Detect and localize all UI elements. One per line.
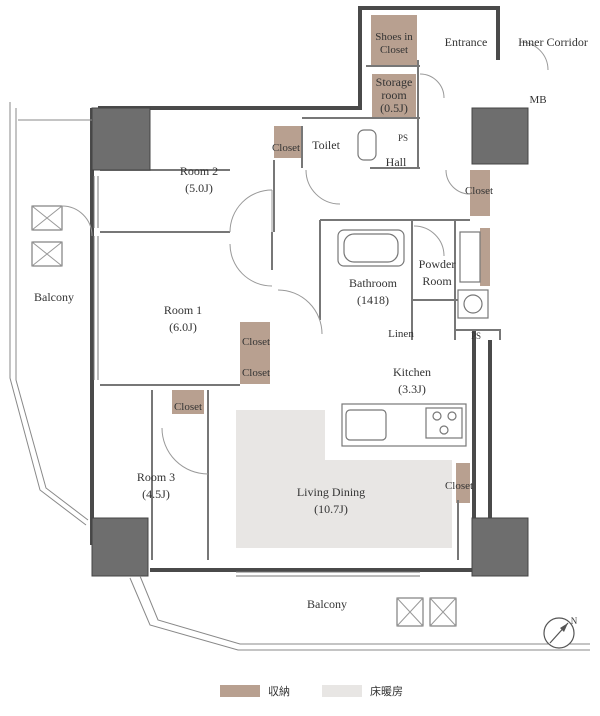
legend-storage-swatch [220, 685, 260, 697]
mb-label: MB [529, 94, 546, 106]
closet-room3-fill [172, 390, 204, 414]
closet-hall-label: Closet [465, 185, 493, 197]
bathroom-size: (1418) [357, 293, 389, 307]
partitions [100, 60, 501, 560]
fixtures [337, 129, 489, 447]
legend: 収納 床暖房 [220, 683, 403, 699]
compass-north-label: N [571, 616, 578, 626]
hall-label: Hall [386, 155, 407, 169]
toilet-label: Toilet [312, 138, 340, 152]
ac-units [31, 205, 457, 627]
room3-label: Room 3 [137, 470, 175, 484]
legend-storage-label: 収納 [268, 685, 290, 698]
balcony-bottom-outline [129, 575, 590, 651]
powder-vanity [459, 231, 481, 283]
closet-room2-label: Closet [272, 142, 300, 154]
closet-room3-label: Closet [174, 401, 202, 413]
storage-room-size: (0.5J) [380, 101, 408, 115]
storage-room-fill [372, 74, 416, 118]
powder-cabinet-fill [480, 228, 490, 286]
doors [61, 41, 549, 475]
entrance-label: Entrance [445, 35, 488, 49]
balcony-left-outline [9, 102, 92, 526]
closet-room2-fill [274, 126, 302, 158]
column-top-left [91, 107, 151, 171]
ps-kitchen-label: PS [471, 331, 481, 341]
closet-living-fill [456, 463, 470, 503]
room1-size: (6.0J) [169, 320, 197, 334]
closet-living-label: Closet [445, 480, 473, 492]
floor-heating-area [236, 410, 452, 548]
powder-room-label: Powder [419, 257, 456, 271]
kitchen-size: (3.3J) [398, 382, 426, 396]
walls [90, 6, 500, 572]
room2-label: Room 2 [180, 164, 218, 178]
column-bottom-left [91, 517, 149, 577]
linen-label: Linen [388, 328, 414, 340]
kitchen-label: Kitchen [393, 365, 431, 379]
storage-areas [172, 15, 490, 503]
shoes-closet-label: Shoes in [375, 31, 413, 43]
shoes-closet-fill [371, 15, 417, 65]
ps-top-label: PS [398, 133, 408, 143]
columns [91, 107, 529, 577]
closet-room1-a-label: Closet [242, 336, 270, 348]
compass-icon [543, 617, 575, 649]
room-labels: Shoes in Closet Entrance Inner Corridor … [34, 31, 588, 626]
room3-size: (4.5J) [142, 487, 170, 501]
living-dining-size: (10.7J) [314, 502, 348, 516]
column-top-right [471, 107, 529, 165]
closet-room1-b-label: Closet [242, 367, 270, 379]
balcony-left-label: Balcony [34, 290, 74, 304]
inner-corridor-label: Inner Corridor [518, 35, 588, 49]
powder-room-label-2: Room [422, 274, 452, 288]
room1-label: Room 1 [164, 303, 202, 317]
legend-floor-heating-swatch [322, 685, 362, 697]
closet-hall-fill [470, 170, 490, 216]
shoes-closet-label-2: Closet [380, 44, 408, 56]
kitchen-sink [345, 409, 387, 441]
closet-room1-fill [240, 322, 270, 384]
cooktop [425, 407, 463, 439]
room2-size: (5.0J) [185, 181, 213, 195]
washer [457, 289, 489, 319]
kitchen-counter [341, 403, 467, 447]
bathtub [337, 229, 405, 267]
toilet-fixture [357, 129, 377, 161]
balcony-bottom-label: Balcony [307, 597, 347, 611]
storage-room-label-2: room [381, 88, 407, 102]
living-dining-label: Living Dining [297, 485, 365, 499]
legend-floor-heating-label: 床暖房 [370, 685, 403, 698]
storage-room-label: Storage [376, 75, 413, 89]
column-bottom-right [471, 517, 529, 577]
bathroom-label: Bathroom [349, 276, 398, 290]
windows [93, 176, 420, 577]
